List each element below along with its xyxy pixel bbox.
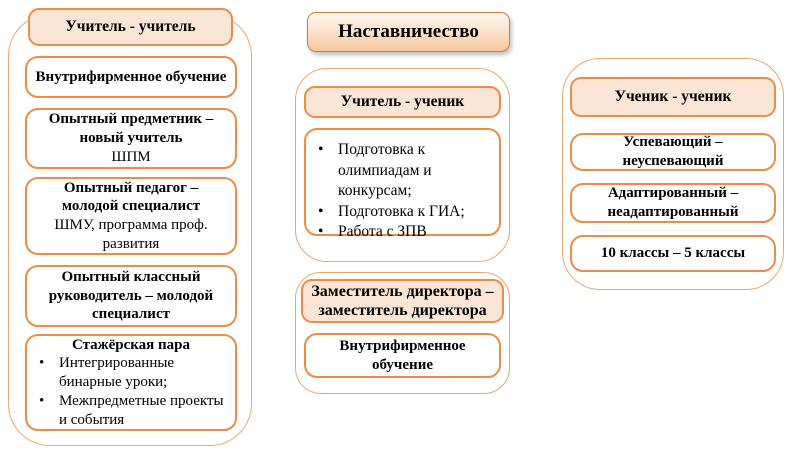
list-item: • Межпредметные проекты и события: [35, 392, 227, 430]
box-main-text: Опытный предметник – новый учитель: [48, 111, 214, 147]
bullet-icon: •: [318, 223, 324, 241]
box-internal-training-middle: Внутрифирменное обучение: [304, 333, 501, 378]
group-deputy-director: Заместитель директора – заместитель дире…: [295, 272, 510, 394]
box-internal-training-left: Внутрифирменное обучение: [25, 56, 237, 98]
box-trainee-pair: Стажёрская пара • Интегрированные бинарн…: [25, 334, 237, 431]
list-item-text: Межпредметные проекты и события: [59, 392, 224, 428]
diagram-title: Наставничество: [307, 12, 510, 52]
group-teacher-teacher: Учитель - учитель Внутрифирменное обучен…: [8, 8, 252, 446]
list-item: • Подготовка к ГИА;: [314, 202, 491, 223]
header-student-student: Ученик - ученик: [570, 77, 776, 117]
box-sub-text: ШПМ: [111, 148, 151, 165]
list-item-text: Интегрированные бинарные уроки;: [59, 355, 175, 391]
list-item-text: Работа с ЗПВ: [338, 223, 427, 241]
box-sub-text: ШМУ, программа проф. развития: [54, 217, 208, 252]
activities-list: • Подготовка к олимпиадам и конкурсам; •…: [314, 140, 491, 243]
box-grade10-grade5: 10 классы – 5 классы: [570, 235, 776, 272]
bullet-icon: •: [318, 202, 324, 220]
list-item-text: Подготовка к ГИА;: [338, 202, 465, 220]
box-achieving-underachieving: Успевающий – неуспевающий: [570, 133, 776, 171]
box-teacher-student-activities: • Подготовка к олимпиадам и конкурсам; •…: [304, 128, 501, 240]
box-subject-expert-new-teacher: Опытный предметник – новый учитель ШПМ: [25, 108, 237, 169]
bullet-icon: •: [39, 392, 45, 409]
bullet-icon: •: [39, 355, 45, 372]
box-experienced-pedagogue: Опытный педагог – молодой специалист ШМУ…: [25, 177, 237, 255]
bullet-icon: •: [318, 141, 324, 158]
box-main-text: Опытный педагог – молодой специалист: [61, 179, 201, 215]
box-adapted-nonadapted: Адаптированный – неадаптированный: [570, 183, 776, 223]
header-deputy-director: Заместитель директора – заместитель дире…: [301, 279, 504, 323]
group-student-student: Ученик - ученик Успевающий – неуспевающи…: [562, 58, 784, 290]
header-teacher-teacher: Учитель - учитель: [28, 8, 233, 46]
group-teacher-student: Учитель - ученик • Подготовка к олимпиад…: [295, 68, 510, 262]
list-item-text: Подготовка к олимпиадам и конкурсам;: [338, 141, 432, 200]
box-main-text: Стажёрская пара: [72, 336, 190, 353]
list-item: • Подготовка к олимпиадам и конкурсам;: [314, 140, 491, 202]
trainee-pair-list: • Интегрированные бинарные уроки; • Межп…: [35, 354, 227, 429]
box-class-teacher-young-specialist: Опытный классный руководитель – молодой …: [25, 265, 237, 327]
list-item: • Интегрированные бинарные уроки;: [35, 354, 227, 392]
header-teacher-student: Учитель - ученик: [304, 86, 501, 118]
list-item: • Работа с ЗПВ: [314, 222, 491, 243]
